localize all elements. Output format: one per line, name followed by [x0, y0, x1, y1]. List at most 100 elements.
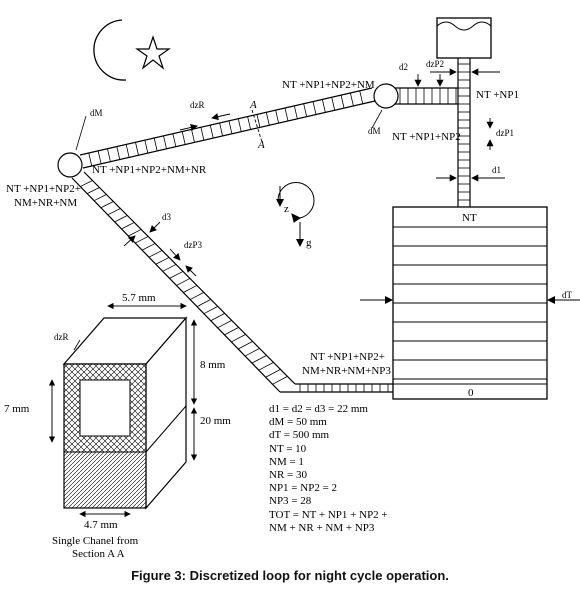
pipe-segment-divider — [128, 229, 142, 237]
g-axis-label: g — [306, 237, 312, 249]
pipe-segment-divider — [100, 201, 114, 209]
pipe-segment-divider — [135, 236, 149, 244]
pipe-segment-divider — [265, 112, 270, 126]
coordinate-axes — [276, 181, 315, 247]
dzr-label: dzR — [190, 100, 205, 110]
dzr-dimension — [179, 113, 231, 131]
left-sum-line1: NT +NP1+NP2+ — [6, 183, 81, 195]
pipe-segment-divider — [251, 355, 267, 364]
channel-dimensions — [48, 302, 198, 518]
storage-tank — [392, 206, 548, 400]
left-sum-line2: NM+NR+NM — [14, 197, 77, 209]
pipe-segment-divider — [141, 243, 156, 251]
channel-title-line1: Single Chanel from — [52, 535, 139, 547]
dm-leaders — [75, 109, 383, 151]
top-reservoir — [436, 17, 492, 59]
param-line: NR = 30 — [269, 469, 307, 482]
pipe-segment-divider — [116, 146, 121, 160]
dm-label-left: dM — [90, 108, 103, 118]
z-axis-label: z — [284, 203, 289, 215]
tank-bottom-label: 0 — [468, 387, 474, 399]
pipe-segment-divider — [169, 271, 184, 279]
param-line: NT = 10 — [269, 442, 307, 455]
pipe-segment-divider — [93, 194, 107, 202]
pipe-segment-divider — [293, 105, 298, 119]
pipe-segment-divider — [97, 150, 102, 164]
bottom-sum-line1: NT +NP1+NP2+ — [310, 351, 385, 363]
pipe-segment-divider — [350, 92, 354, 107]
param-line: NM + NR + NM + NP3 — [269, 521, 375, 534]
pipe-segment-divider — [210, 313, 225, 322]
pipe-segment-divider — [183, 285, 198, 293]
parameter-list: d1 = d2 = d3 = 22 mm dM = 50 mm dT = 500… — [269, 403, 388, 535]
section-aa-line — [251, 109, 263, 143]
riser-label-upper: NT +NP1 — [476, 89, 519, 101]
riser-top-dimensions — [414, 68, 500, 87]
pipe-segment-divider — [80, 180, 93, 187]
pipe-segment-divider — [209, 125, 214, 139]
param-line: NP3 = 28 — [269, 495, 312, 508]
riser-label-lower: NT +NP1+NP2 — [392, 131, 461, 143]
param-line: dT = 500 mm — [269, 429, 330, 442]
channel-title-line2: Section A A — [72, 548, 125, 560]
bottom-sum-line2: NM+NR+NM+NP3 — [302, 365, 391, 377]
left-manifold-node — [57, 152, 83, 178]
channel-height-upper: 8 mm — [200, 359, 226, 371]
pipe-segment-divider — [256, 114, 261, 128]
pipe-segment-divider — [144, 140, 149, 154]
pipe-segment-divider — [321, 99, 326, 113]
pipe-segment-divider — [200, 127, 205, 141]
channel-height-lower: 20 mm — [200, 415, 231, 427]
pipe-segment-divider — [237, 118, 242, 132]
pipe-segment-divider — [181, 131, 186, 145]
pipe-segment-divider — [340, 95, 345, 109]
pipe-segment-divider — [224, 327, 239, 336]
channel-dzr-label: dzR — [54, 332, 69, 342]
bottom-horizontal-pipe — [280, 383, 393, 393]
pipe-segment-divider — [87, 187, 100, 194]
channel-width-bottom: 4.7 mm — [84, 519, 118, 531]
pipe-segment-divider — [258, 362, 274, 371]
pipe-segment-divider — [203, 306, 218, 315]
pipe-segment-divider — [284, 107, 289, 122]
pipe-segment-divider — [191, 129, 195, 143]
right-manifold-node — [373, 83, 399, 109]
pipe-segment-divider — [114, 215, 128, 223]
channel-width-top: 5.7 mm — [122, 292, 156, 304]
left-corner-label: NT +NP1+NP2+NM+NR — [92, 164, 207, 176]
pipe-segment-divider — [312, 101, 317, 115]
channel-height-left: 7 mm — [4, 403, 30, 415]
pipe-segment-divider — [359, 90, 364, 104]
dm-label-right: dM — [368, 126, 381, 136]
pipe-segment-divider — [275, 110, 280, 124]
pipe-segment-divider — [155, 257, 170, 265]
pipe-segment-divider — [331, 97, 336, 111]
pipe-segment-divider — [88, 152, 93, 167]
pipe-segment-divider — [121, 222, 135, 230]
pipe-segment-divider — [176, 278, 191, 286]
pipe-segment-divider — [148, 250, 163, 258]
dzp1-label: dzP1 — [496, 128, 514, 138]
pipe-segment-divider — [107, 148, 111, 162]
pipe-segment-divider — [135, 142, 139, 156]
pipe-segment-divider — [303, 103, 308, 117]
pipe-segment-divider — [238, 341, 253, 350]
d1-label: d1 — [492, 165, 501, 175]
pipe-segment-divider — [272, 376, 288, 385]
param-line: NP1 = NP2 = 2 — [269, 482, 338, 495]
figure-caption: Figure 3: Discretized loop for night cyc… — [131, 568, 449, 583]
upper-diagonal-pipe — [79, 87, 376, 169]
tank-top-label: NT — [462, 212, 477, 224]
pipe-segment-divider — [196, 299, 211, 307]
dzp2-label: dzP2 — [426, 59, 444, 69]
param-line: dM = 50 mm — [269, 416, 327, 429]
pipe-segment-divider — [228, 120, 233, 134]
param-line: d1 = d2 = d3 = 22 mm — [269, 403, 368, 415]
flow-label-top-right: NT +NP1+NP2+NM — [282, 79, 375, 91]
d3-label: d3 — [162, 212, 172, 222]
pipe-segment-divider — [107, 208, 121, 216]
pipe-segment-divider — [162, 264, 177, 272]
param-line: TOT = NT + NP1 + NP2 + — [269, 508, 388, 521]
pipe-segment-divider — [153, 137, 158, 152]
